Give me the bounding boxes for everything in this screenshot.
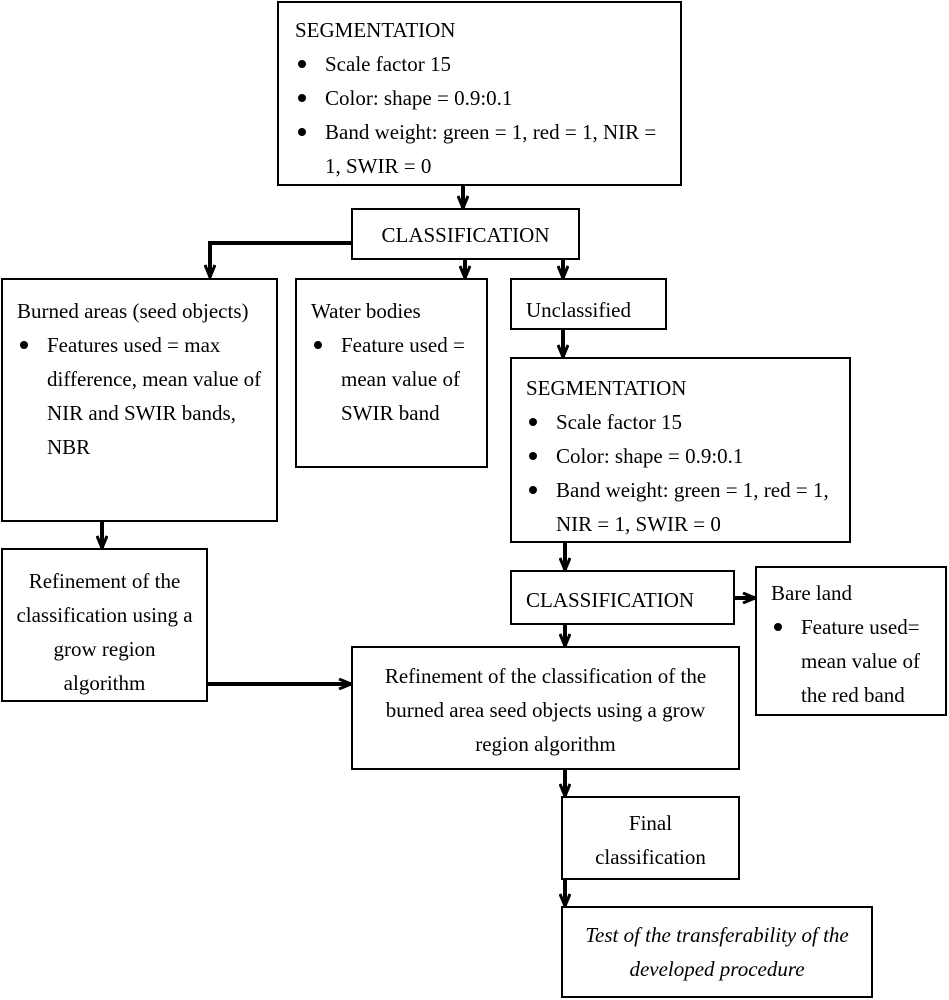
bare-land-features-list: Feature used= mean value of the red band [771, 610, 937, 712]
water-bodies-features-list: Feature used = mean value of SWIR band [311, 328, 478, 430]
param-scale-factor-second: Scale factor 15 [526, 405, 839, 439]
water-bodies-box: Water bodies Feature used = mean value o… [295, 278, 488, 468]
bare-land-box: Bare land Feature used= mean value of th… [755, 566, 947, 716]
classification-second-title: CLASSIFICATION [526, 588, 695, 612]
segmentation-title: SEGMENTATION [295, 18, 456, 42]
classification-box-top: CLASSIFICATION [351, 208, 580, 260]
segmentation-params-list: Scale factor 15 Color: shape = 0.9:0.1 B… [295, 47, 670, 183]
segmentation-second-title: SEGMENTATION [526, 376, 687, 400]
bare-land-title: Bare land [771, 581, 853, 605]
refinement-grow-region-box: Refinement of the classification using a… [1, 548, 208, 702]
unclassified-title: Unclassified [526, 298, 631, 322]
water-bodies-feature: Feature used = mean value of SWIR band [311, 328, 478, 430]
param-band-weight: Band weight: green = 1, red = 1, NIR = 1… [295, 115, 670, 183]
param-color-shape: Color: shape = 0.9:0.1 [295, 81, 670, 115]
segmentation-box-second: SEGMENTATION Scale factor 15 Color: shap… [510, 357, 851, 543]
refinement-grow-region-text: Refinement of the classification using a… [16, 569, 193, 695]
segmentation-second-params-list: Scale factor 15 Color: shape = 0.9:0.1 B… [526, 405, 839, 541]
water-bodies-title: Water bodies [311, 299, 421, 323]
unclassified-box: Unclassified [510, 278, 667, 330]
refinement-seed-objects-box: Refinement of the classification of the … [351, 646, 740, 770]
transferability-test-text: Test of the transferability of the devel… [585, 923, 849, 981]
classification-title: CLASSIFICATION [381, 223, 550, 247]
param-color-shape-second: Color: shape = 0.9:0.1 [526, 439, 839, 473]
burned-areas-title: Burned areas (seed objects) [17, 299, 249, 323]
burned-areas-box: Burned areas (seed objects) Features use… [1, 278, 278, 522]
bare-land-feature: Feature used= mean value of the red band [771, 610, 937, 712]
classification-box-second: CLASSIFICATION [510, 570, 735, 625]
burned-areas-features-list: Features used = max difference, mean val… [17, 328, 266, 464]
final-classification-box: Final classification [561, 796, 740, 880]
transferability-test-box: Test of the transferability of the devel… [561, 906, 873, 998]
burned-areas-feature: Features used = max difference, mean val… [17, 328, 266, 464]
segmentation-box-top: SEGMENTATION Scale factor 15 Color: shap… [277, 1, 682, 186]
arrow-class1-to-burned [210, 241, 351, 277]
final-classification-text: Final classification [595, 811, 706, 869]
param-scale-factor: Scale factor 15 [295, 47, 670, 81]
refinement-seed-objects-text: Refinement of the classification of the … [384, 664, 707, 756]
param-band-weight-second: Band weight: green = 1, red = 1, NIR = 1… [526, 473, 839, 541]
